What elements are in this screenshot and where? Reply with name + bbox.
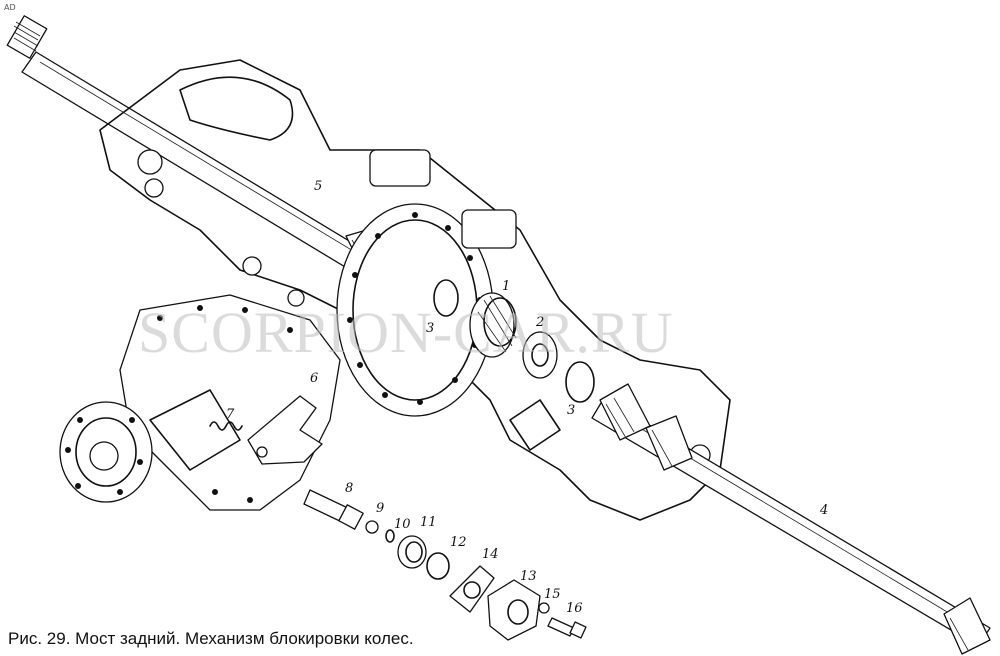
label-part-7: 7: [226, 407, 235, 422]
label-part-9: 9: [376, 501, 384, 516]
retaining-ring-3a: [433, 279, 459, 317]
label-part-10: 10: [394, 517, 411, 532]
label-part-11: 11: [420, 515, 437, 530]
label-part-12: 12: [450, 535, 467, 550]
o-ring-12: [426, 552, 450, 580]
figure-caption: Рис. 29. Мост задний. Механизм блокировк…: [8, 629, 414, 648]
axle-shaft-5: [6, 15, 405, 289]
coupling-sleeve-1: [469, 292, 517, 358]
label-part-4: 4: [819, 503, 828, 518]
label-part-3b: 3: [567, 403, 575, 418]
nut-9: [365, 520, 379, 534]
label-part-15: 15: [544, 587, 561, 602]
gasket-14: [449, 565, 495, 613]
label-part-3a: 3: [426, 321, 434, 336]
label-part-13: 13: [520, 569, 537, 584]
label-part-1: 1: [502, 279, 510, 294]
label-part-5: 5: [314, 179, 322, 194]
chamber-13: [487, 579, 541, 641]
bolt-16: [547, 617, 587, 639]
watermark: SCORPION-CAR.RU: [138, 300, 674, 365]
gear-2: [522, 331, 558, 379]
label-part-2: 2: [535, 315, 544, 330]
spring-7: [209, 421, 243, 431]
label-part-8: 8: [345, 481, 353, 496]
label-part-6: 6: [310, 371, 318, 386]
axle-shaft-4: [591, 383, 991, 655]
corner-mark: AD: [4, 3, 16, 12]
shift-fork-6: [247, 395, 323, 465]
label-part-14: 14: [482, 547, 499, 562]
piston-11: [397, 535, 427, 569]
washer-15: [538, 602, 550, 614]
axle-housing: [99, 59, 731, 521]
retaining-ring-3b: [565, 361, 595, 403]
label-part-16: 16: [566, 601, 583, 616]
rod-8: [303, 489, 364, 530]
washer-10: [385, 529, 395, 543]
